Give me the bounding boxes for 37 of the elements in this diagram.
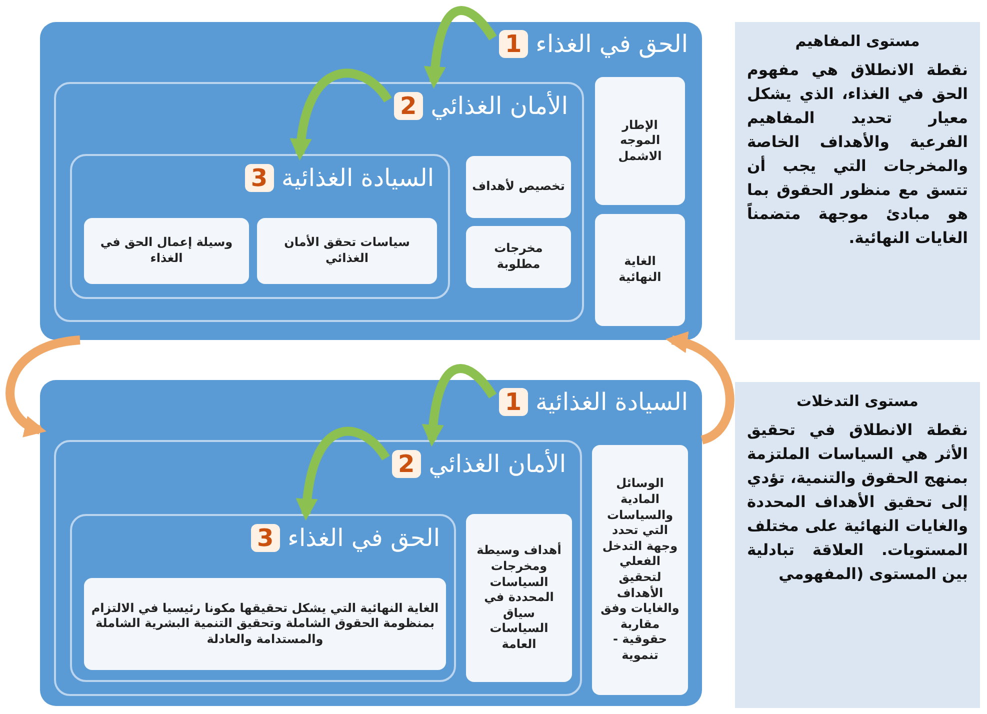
nested-panel [54,440,582,696]
panel-heading: السيادة الغذائية [282,164,434,192]
text-panel [735,382,980,708]
nested-panel [70,154,450,299]
text-box: سياسات تحقق الأمان الغذائي [257,218,437,284]
curved-arrow [666,332,734,444]
text-box: الإطار الموجه الاشمل [595,77,685,205]
text-box: الغاية النهائية [595,214,685,326]
panel-heading: الحق في الغذاء [288,524,440,552]
text-panel [735,22,980,340]
panel-heading: السيادة الغذائية [536,388,688,416]
panel-heading: الأمان الغذائي [430,92,568,120]
curved-arrow [422,364,497,447]
text-box: الغاية النهائية التي يشكل تحقيقها مكونا رئيسيا في الالتزام بمنظومة الحقوق الشاملة وتحقيق التنمية البشرية الشاملة والمستدامة والعادلة [84,578,446,670]
level-panel [40,380,702,706]
text-box: وسيلة إعمال الحق في الغذاء [84,218,249,284]
text-box: الوسائل المادية والسياسات التي تحدد وجهة التدخل الفعلي لتحقيق الأهداف والغايات وفق مقاربة حقوقية - تنموية [592,445,688,695]
panel-heading: الأمان الغذائي [428,450,566,478]
level-panel [40,22,702,340]
nested-panel [54,82,584,322]
panel-heading: الحق في الغذاء [536,30,688,58]
text-box: مخرجات مطلوبة [466,226,571,288]
curved-arrow [424,6,497,89]
text-box: تخصيص لأهداف [466,156,571,218]
step-number: 2 [394,92,423,120]
step-number: 2 [392,450,421,478]
step-number: 1 [498,30,528,58]
nested-panel [70,514,456,682]
paragraph: نقطة الانطلاق هي مفهوم الحق في الغذاء، الذي يشكل معيار تحديد المفاهيم الفرعية والأهداف الخاصة والمخرجات التي يجب أن تتسق مع منظور الحقوق بما هو مبادئ موجهة متضمناً الغايات النهائية. [747,60,968,250]
paragraph: نقطة الانطلاق في تحقيق الأثر هي السياسات الملتزمة بمنهج الحقوق والتنمية، تؤدي إلى تحقيق الأهداف المحددة والغايات النهائية على مختلف المستويات. العلاقة تبادلية بين المستوى (المفهومي [747,420,968,586]
step-number: 3 [244,164,274,192]
step-number: 3 [250,524,280,552]
step-number: 1 [498,388,528,416]
text-box: أهداف وسيطة ومخرجات السياسات المحددة في سياق السياسات العامة [466,514,572,682]
panel-title: مستوى المفاهيم [794,32,921,50]
curved-arrow [6,336,81,436]
panel-title: مستوى التدخلات [796,392,920,410]
